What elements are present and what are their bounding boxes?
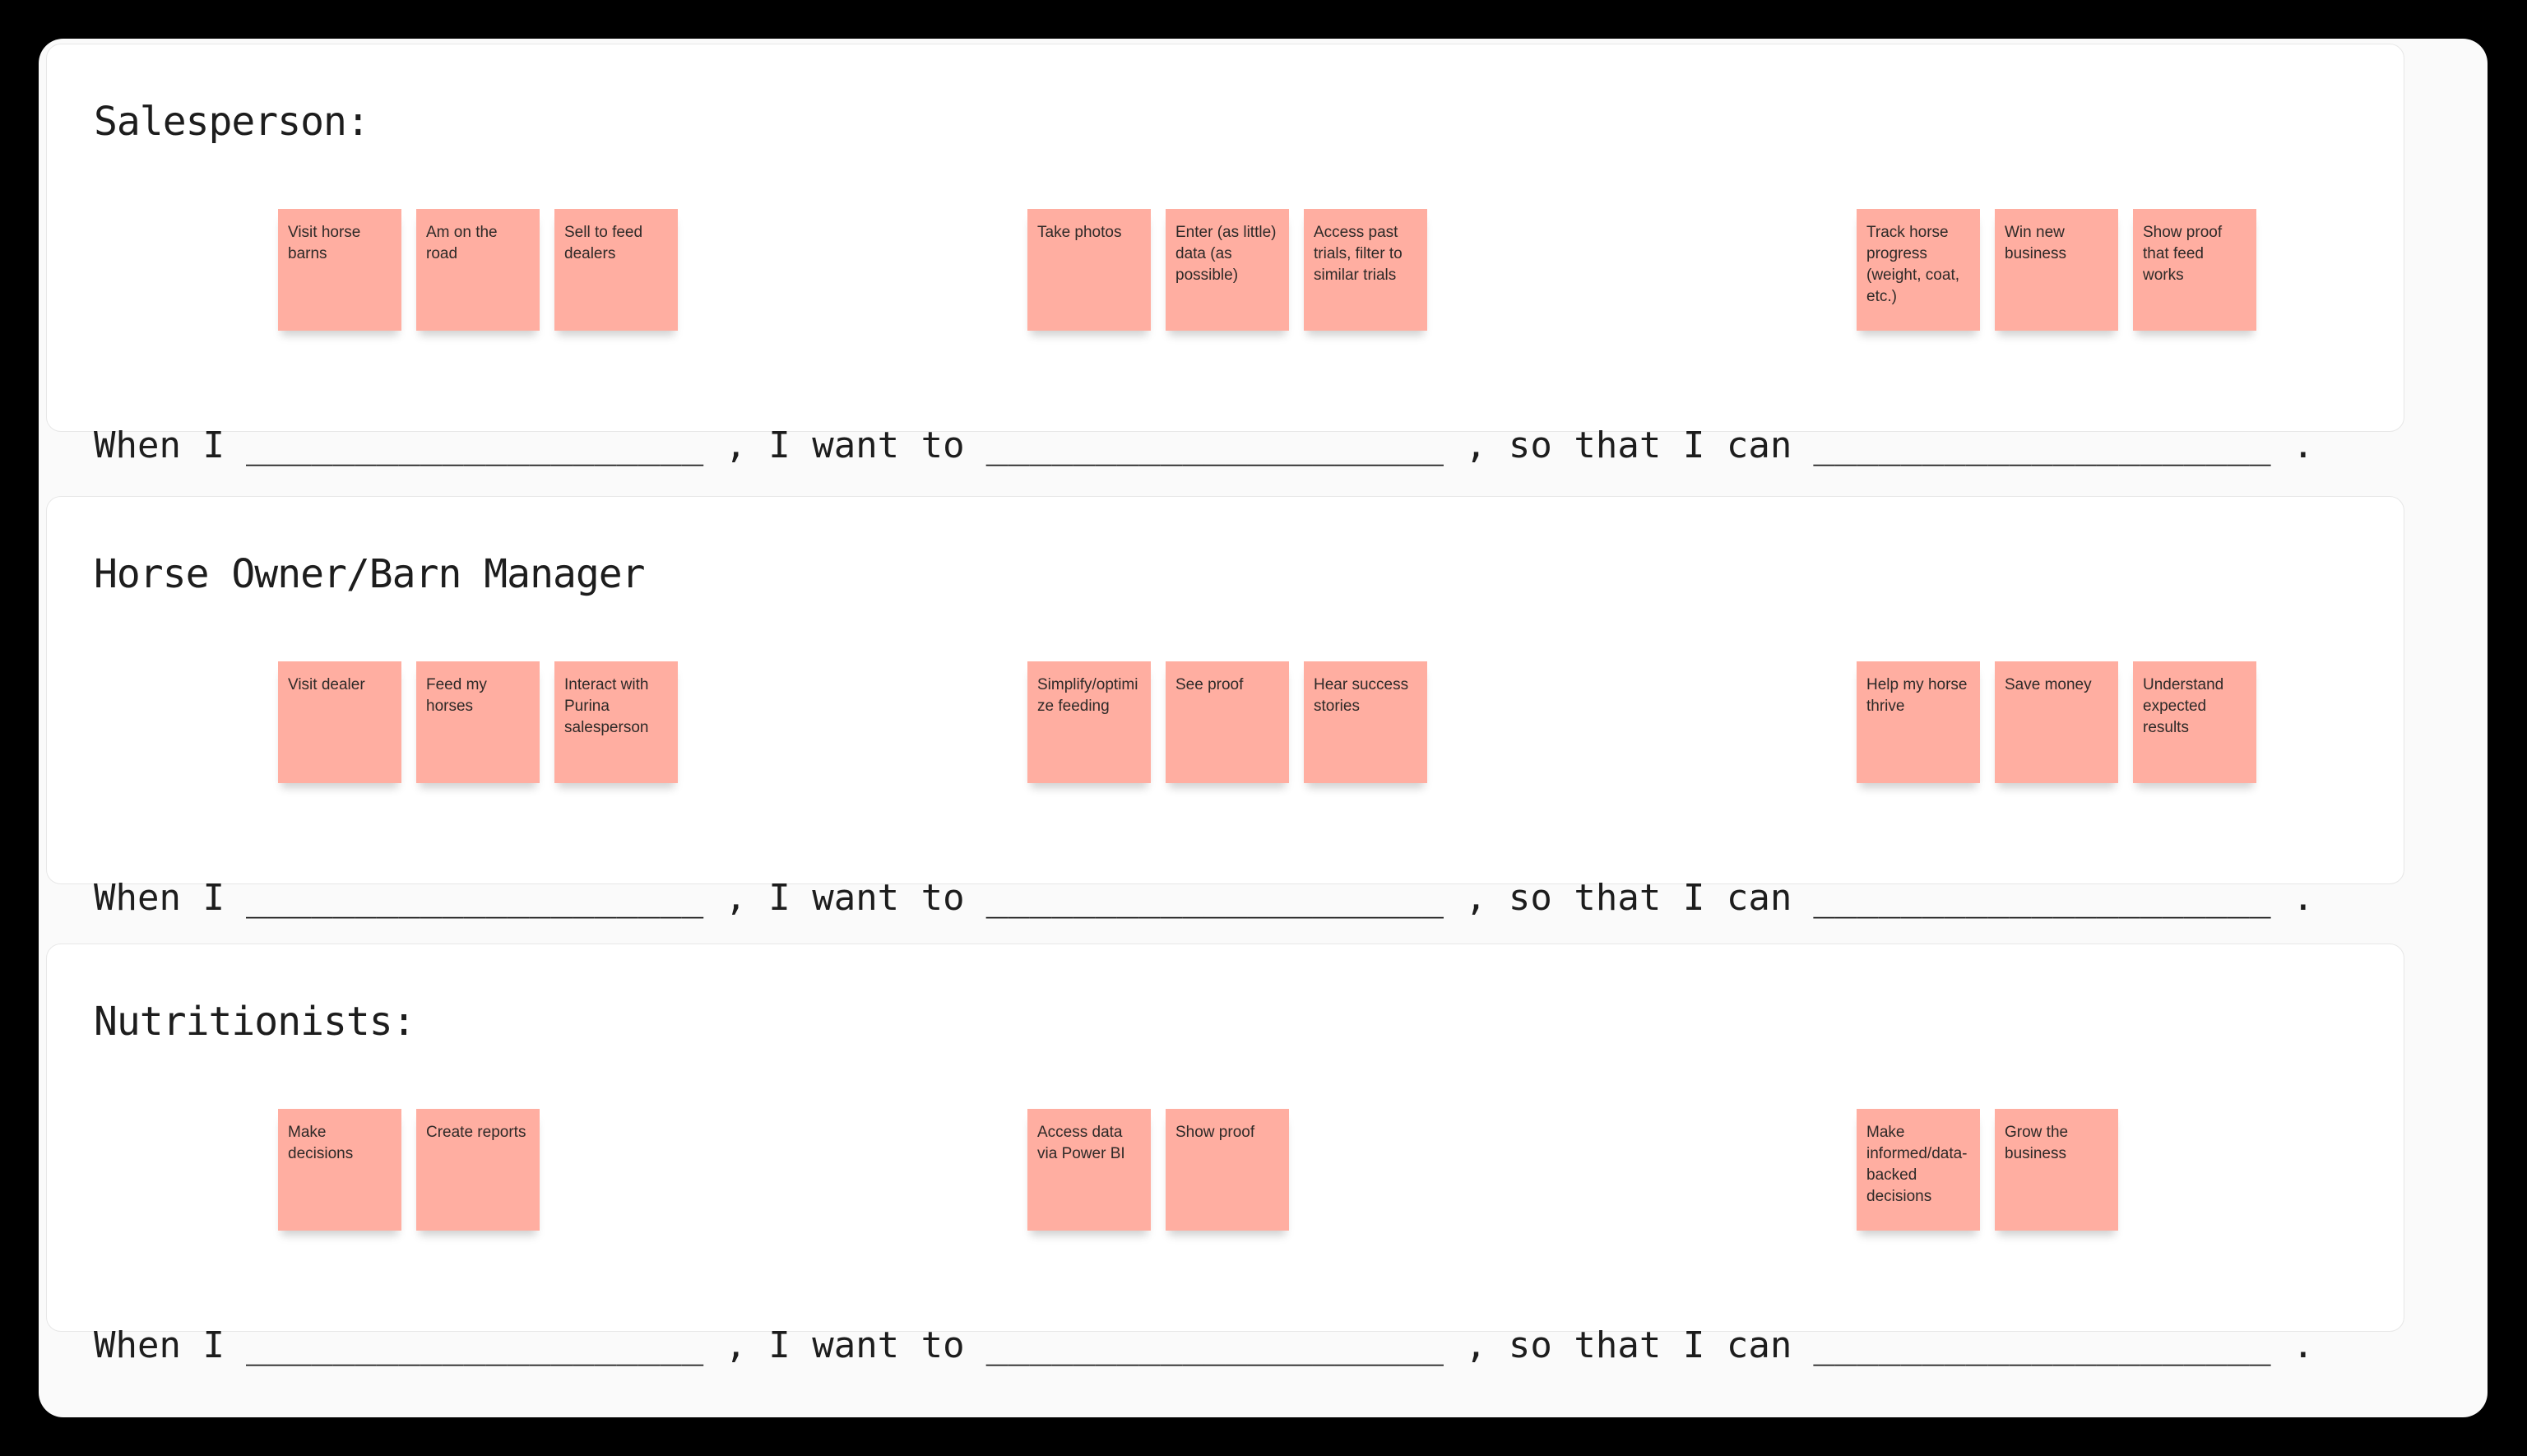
sentence-blank-2[interactable]: _____________________	[985, 424, 1444, 466]
sticky-note-label: Show proof	[1175, 1124, 1255, 1141]
sticky-note-label: Understand expected results	[2143, 676, 2224, 736]
sticky-group-outcomes: Track horse progress (weight, coat, etc.…	[1857, 209, 2256, 331]
sentence-prefix: When I	[94, 424, 225, 466]
sentence-mid-1: , I want to	[725, 424, 965, 466]
sticky-group-does: Visit dealer Feed my horses Interact wit…	[278, 661, 678, 783]
sticky-note-label: Visit dealer	[288, 676, 365, 693]
sticky-note-label: Am on the road	[426, 224, 498, 262]
sticky-note[interactable]: Am on the road	[416, 209, 540, 331]
persona-card: Salesperson: Visit horse barns Am on the…	[46, 44, 2404, 466]
sentence-suffix: .	[2292, 877, 2315, 919]
sticky-note[interactable]: Make informed/data-backed decisions	[1857, 1109, 1980, 1231]
sticky-note-label: Create reports	[426, 1124, 526, 1141]
sticky-group-outcomes: Help my horse thrive Save money Understa…	[1857, 661, 2256, 783]
persona-title: Horse Owner/Barn Manager	[94, 551, 646, 597]
sticky-note-label: Win new business	[2005, 224, 2066, 262]
sticky-note-label: Make informed/data-backed decisions	[1866, 1124, 1968, 1205]
user-story-sentence: When I _____________________ , I want to…	[94, 1324, 2314, 1366]
user-story-sentence: When I _____________________ , I want to…	[94, 877, 2314, 919]
sticky-note[interactable]: Create reports	[416, 1109, 540, 1231]
sentence-mid-2: , so that I can	[1464, 1324, 1792, 1366]
sticky-note-label: Show proof that feed works	[2143, 224, 2223, 284]
sentence-blank-3[interactable]: _____________________	[1813, 877, 2271, 919]
sticky-note[interactable]: Hear success stories	[1304, 661, 1427, 783]
sentence-mid-1: , I want to	[725, 877, 965, 919]
sentence-mid-2: , so that I can	[1464, 877, 1792, 919]
sticky-note-label: Access past trials, filter to similar tr…	[1314, 224, 1403, 284]
sentence-mid-2: , so that I can	[1464, 424, 1792, 466]
sticky-note[interactable]: Access data via Power BI	[1027, 1109, 1151, 1231]
sticky-note-label: Interact with Purina salesperson	[564, 676, 649, 736]
sticky-note-label: Sell to feed dealers	[564, 224, 643, 262]
sticky-note[interactable]: Simplify/optimize feeding	[1027, 661, 1151, 783]
sticky-note-label: Save money	[2005, 676, 2092, 693]
sticky-note-label: Take photos	[1037, 224, 1122, 241]
sticky-note[interactable]: Show proof	[1166, 1109, 1289, 1231]
sticky-note-label: Hear success stories	[1314, 676, 1409, 715]
sticky-group-does: Make decisions Create reports	[278, 1109, 540, 1231]
sticky-group-outcomes: Make informed/data-backed decisions Grow…	[1857, 1109, 2118, 1231]
sticky-note-label: Enter (as little) data (as possible)	[1175, 224, 1277, 284]
sticky-note[interactable]: Show proof that feed works	[2133, 209, 2256, 331]
sentence-blank-1[interactable]: _____________________	[245, 1324, 704, 1366]
sticky-note-label: Visit horse barns	[288, 224, 361, 262]
persona-card: Horse Owner/Barn Manager Visit dealer Fe…	[46, 496, 2404, 919]
sentence-blank-2[interactable]: _____________________	[985, 877, 1444, 919]
sentence-blank-3[interactable]: _____________________	[1813, 1324, 2271, 1366]
user-story-sentence: When I _____________________ , I want to…	[94, 424, 2314, 466]
sentence-blank-3[interactable]: _____________________	[1813, 424, 2271, 466]
sticky-note-label: Make decisions	[288, 1124, 354, 1162]
sentence-prefix: When I	[94, 1324, 225, 1366]
sentence-blank-2[interactable]: _____________________	[985, 1324, 1444, 1366]
sticky-group-wants: Simplify/optimize feeding See proof Hear…	[1027, 661, 1427, 783]
sticky-note-label: Help my horse thrive	[1866, 676, 1968, 715]
sticky-note[interactable]: Understand expected results	[2133, 661, 2256, 783]
sentence-blank-1[interactable]: _____________________	[245, 424, 704, 466]
sentence-prefix: When I	[94, 877, 225, 919]
sticky-note[interactable]: Visit horse barns	[278, 209, 401, 331]
persona-title: Salesperson:	[94, 99, 370, 145]
sticky-note-label: Access data via Power BI	[1037, 1124, 1125, 1162]
sticky-note[interactable]: Sell to feed dealers	[554, 209, 678, 331]
sentence-suffix: .	[2292, 424, 2315, 466]
sticky-note[interactable]: Enter (as little) data (as possible)	[1166, 209, 1289, 331]
sticky-note-label: See proof	[1175, 676, 1244, 693]
sticky-note[interactable]: Track horse progress (weight, coat, etc.…	[1857, 209, 1980, 331]
sticky-note[interactable]: Save money	[1995, 661, 2118, 783]
sticky-note[interactable]: Win new business	[1995, 209, 2118, 331]
sentence-suffix: .	[2292, 1324, 2315, 1366]
sticky-note[interactable]: Interact with Purina salesperson	[554, 661, 678, 783]
persona-title: Nutritionists:	[94, 999, 416, 1045]
sticky-note[interactable]: Help my horse thrive	[1857, 661, 1980, 783]
sticky-note[interactable]: See proof	[1166, 661, 1289, 783]
sticky-note[interactable]: Access past trials, filter to similar tr…	[1304, 209, 1427, 331]
sentence-mid-1: , I want to	[725, 1324, 965, 1366]
sticky-note[interactable]: Feed my horses	[416, 661, 540, 783]
sticky-note-label: Grow the business	[2005, 1124, 2069, 1162]
sticky-note-label: Track horse progress (weight, coat, etc.…	[1866, 224, 1959, 305]
sticky-note-label: Feed my horses	[426, 676, 487, 715]
sticky-group-wants: Access data via Power BI Show proof	[1027, 1109, 1289, 1231]
sticky-note[interactable]: Make decisions	[278, 1109, 401, 1231]
persona-card: Nutritionists: Make decisions Create rep…	[46, 944, 2404, 1366]
sticky-note[interactable]: Take photos	[1027, 209, 1151, 331]
sticky-group-does: Visit horse barns Am on the road Sell to…	[278, 209, 678, 331]
sticky-note[interactable]: Visit dealer	[278, 661, 401, 783]
sticky-group-wants: Take photos Enter (as little) data (as p…	[1027, 209, 1427, 331]
sticky-note-label: Simplify/optimize feeding	[1037, 676, 1138, 715]
sentence-blank-1[interactable]: _____________________	[245, 877, 704, 919]
sticky-note[interactable]: Grow the business	[1995, 1109, 2118, 1231]
